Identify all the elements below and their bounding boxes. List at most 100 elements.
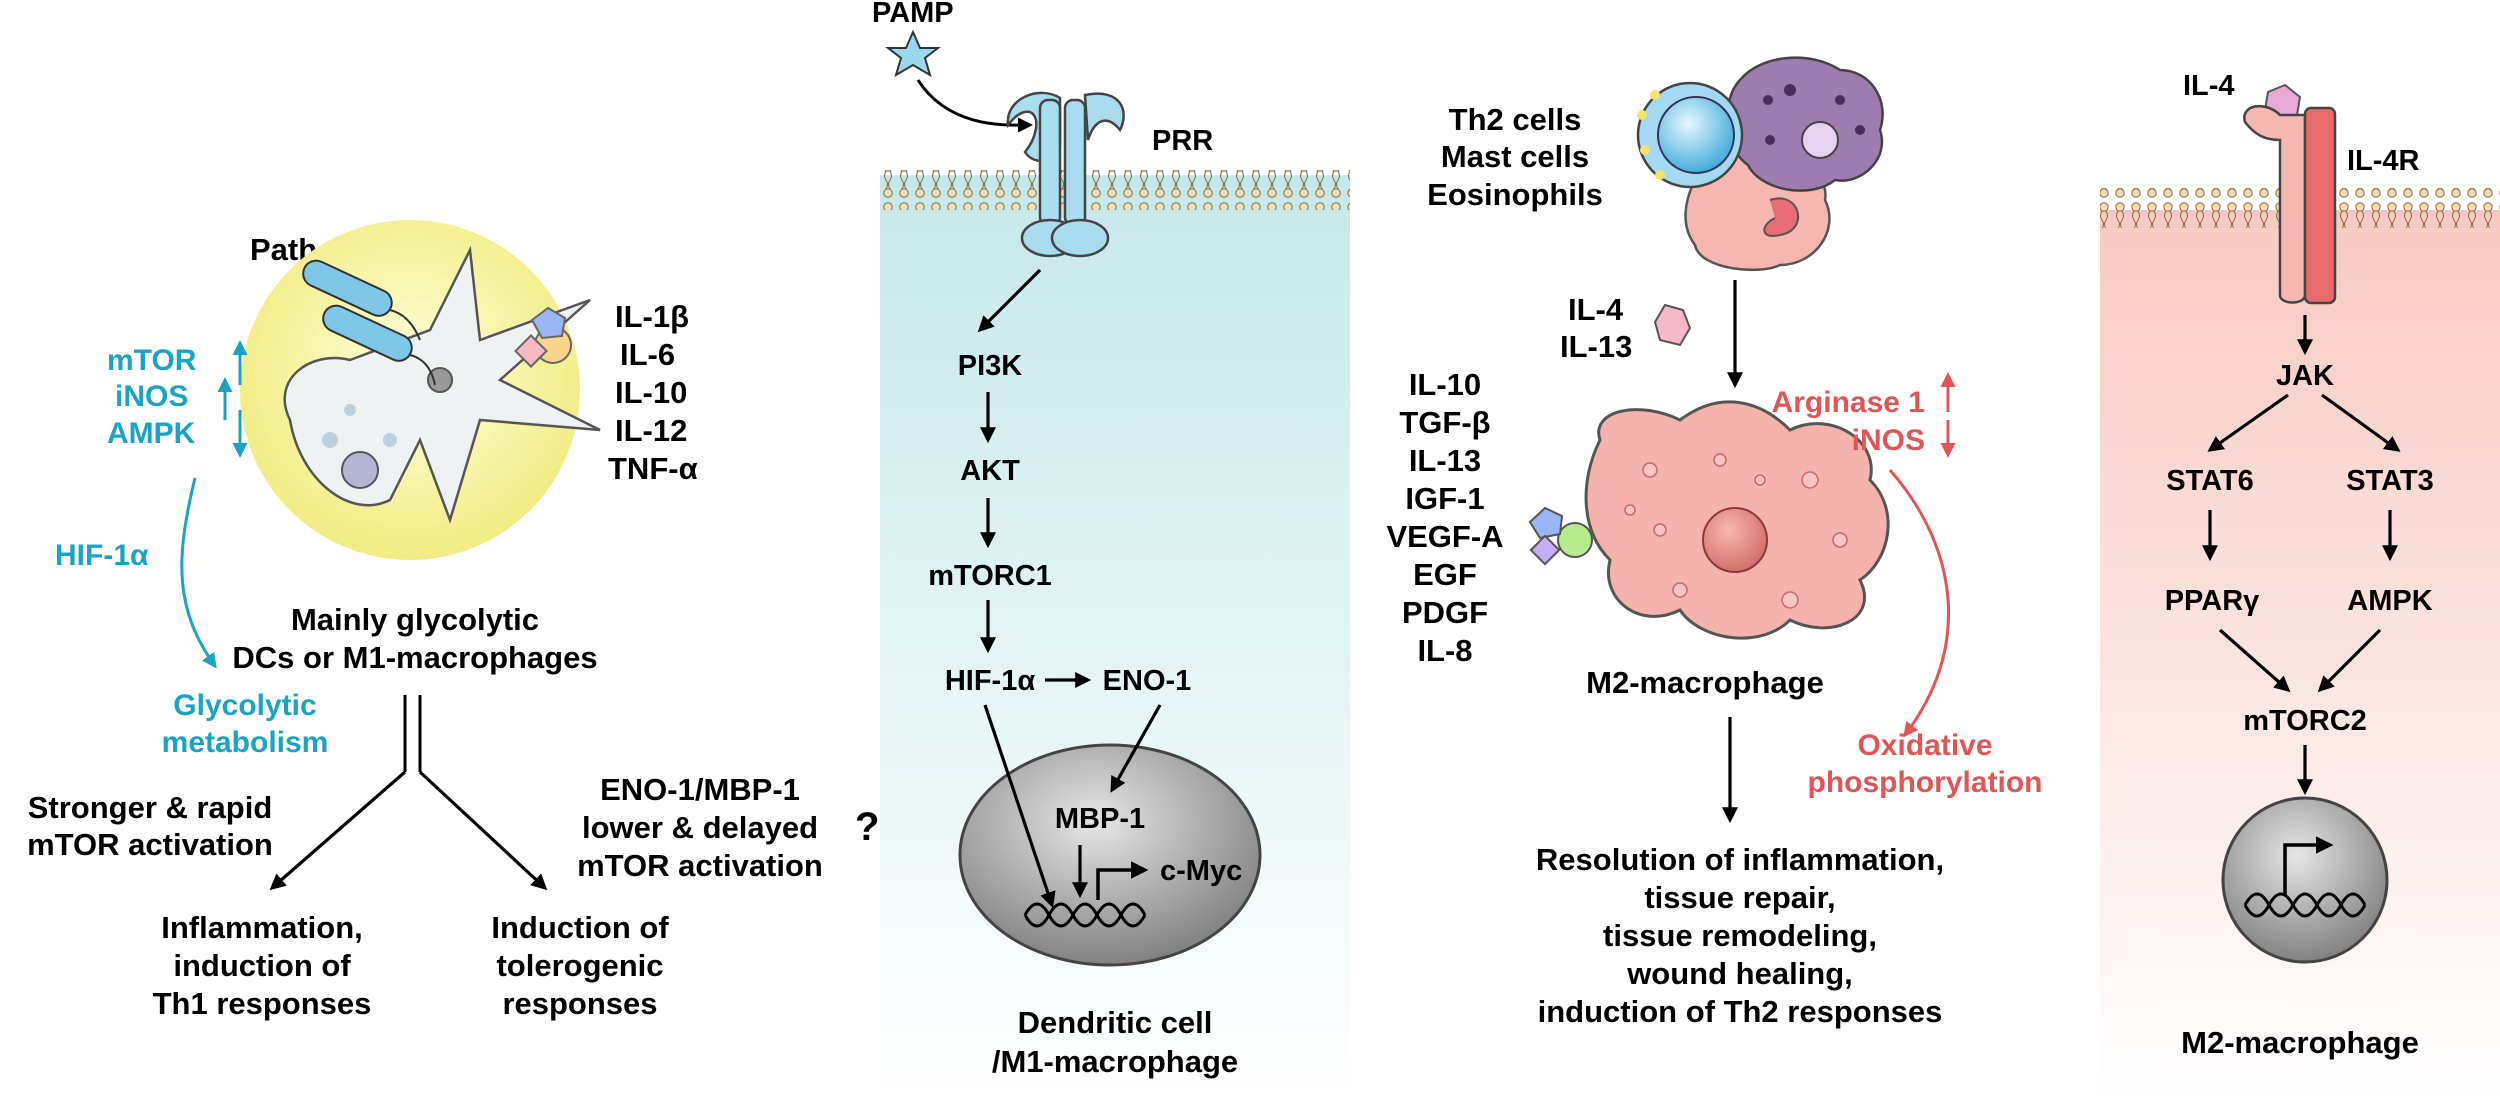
outcome-right: responses xyxy=(502,986,657,1021)
hif-label: HIF-1α xyxy=(55,539,149,572)
signal-arrow xyxy=(2207,393,2289,452)
nucleus xyxy=(2221,796,2389,964)
outcome-line: Resolution of inflammation, xyxy=(1536,842,1944,877)
mbp-label: MBP-1 xyxy=(1055,803,1145,835)
pamp-label: PAMP xyxy=(872,0,954,29)
inos-label: iNOS xyxy=(1852,424,1925,457)
outcome-line: induction of Th2 responses xyxy=(1538,994,1943,1029)
left-branch-arrow xyxy=(269,770,407,891)
secreted-factor: EGF xyxy=(1413,557,1477,592)
secreted-factor: VEGF-A xyxy=(1386,519,1503,554)
secreted-factor: IL-13 xyxy=(1409,443,1481,478)
pathogen-bacteria-icon xyxy=(302,259,436,386)
right-branch-label: lower & delayed xyxy=(582,810,818,845)
hif-label: HIF-1α xyxy=(945,665,1036,697)
eno-to-mbp-arrow xyxy=(1110,704,1162,793)
outcome-left: induction of xyxy=(173,948,351,983)
right-branch-label: mTOR activation xyxy=(577,848,823,883)
panel-m2-macrophage: Th2 cells Mast cells Eosinophils IL-4 IL… xyxy=(1386,56,2043,1029)
panel2-caption: Dendritic cell xyxy=(1018,1005,1213,1040)
right-branch-arrow xyxy=(418,770,548,891)
pamp-arrow xyxy=(916,79,1033,133)
vesicles xyxy=(1624,453,1848,609)
signal-arrow xyxy=(2321,393,2401,452)
outcome-left: Inflammation, xyxy=(161,910,363,945)
signal-arrow xyxy=(2317,628,2382,693)
signal-arrow xyxy=(977,268,1042,333)
outcome-line: wound healing, xyxy=(1626,956,1853,991)
nucleus xyxy=(958,743,1262,967)
m2-cell-label: M2-macrophage xyxy=(1586,665,1824,700)
cytokine-label: IL-6 xyxy=(620,337,675,372)
cell-membrane xyxy=(880,170,1350,210)
glycolytic-label: Glycolytic xyxy=(173,689,316,722)
cell-description: Mainly glycolytic xyxy=(291,602,539,637)
arginase-label: Arginase 1 xyxy=(1772,386,1925,419)
il-input-label: IL-4 xyxy=(1568,292,1624,327)
oxphos-arrow xyxy=(1888,469,1951,738)
ppar-label: PPARγ xyxy=(2165,585,2260,617)
cytokine-label: IL-12 xyxy=(615,413,687,448)
left-branch-label: mTOR activation xyxy=(27,827,273,862)
secreted-factor: IGF-1 xyxy=(1405,481,1484,516)
regulator-label: AMPK xyxy=(107,417,196,450)
outcome-line: tissue remodeling, xyxy=(1603,918,1877,953)
il4r-label: IL-4R xyxy=(2347,145,2420,177)
mtorc2-label: mTORC2 xyxy=(2243,705,2367,737)
regulator-label: iNOS xyxy=(115,380,188,413)
hif-to-dna-arrow xyxy=(983,704,1056,909)
stat3-label: STAT3 xyxy=(2346,465,2434,497)
cell-type-label: Eosinophils xyxy=(1427,177,1603,212)
dna-icon xyxy=(1023,902,1147,928)
macrophage-cell-icon xyxy=(283,245,601,524)
mtorc1-label: mTORC1 xyxy=(928,560,1052,592)
question-mark: ? xyxy=(855,805,879,849)
dna-icon xyxy=(2243,892,2367,918)
m2-nucleus xyxy=(1702,507,1768,573)
cytokine-label: IL-1β xyxy=(615,299,689,334)
hif-arrow xyxy=(180,477,217,669)
cytokine-shapes-icon xyxy=(514,306,572,368)
dna-icon xyxy=(1023,902,1147,928)
outcome-right: tolerogenic xyxy=(496,948,663,983)
secreted-factor: TGF-β xyxy=(1399,405,1490,440)
il-input-label: IL-13 xyxy=(1560,329,1632,364)
il4-hexagon-icon xyxy=(1653,303,1692,347)
cytoplasm-background xyxy=(2100,210,2500,1102)
oxphos-label: phosphorylation xyxy=(1808,766,2043,799)
pamp-star-icon xyxy=(885,29,941,78)
panel4-caption: M2-macrophage xyxy=(2181,1025,2419,1060)
prr-receptor-icon xyxy=(1006,91,1125,258)
jak-label: JAK xyxy=(2276,360,2334,392)
eno-label: ENO-1 xyxy=(1103,665,1192,697)
cytokine-label: IL-10 xyxy=(615,375,687,410)
regulator-label: mTOR xyxy=(107,344,197,377)
cell-type-label: Th2 cells xyxy=(1449,102,1582,137)
left-branch-label: Stronger & rapid xyxy=(28,790,273,825)
panel-il4-signaling: IL-4 IL-4R JAK STAT6 STAT3 PPARγ AMPK mT… xyxy=(2100,70,2500,1102)
il4-label: IL-4 xyxy=(2183,70,2235,102)
panel2-caption: /M1-macrophage xyxy=(992,1044,1238,1079)
il4r-receptor-icon xyxy=(2243,104,2307,304)
secreted-factor: IL-8 xyxy=(1417,633,1472,668)
right-branch-label: ENO-1/MBP-1 xyxy=(600,772,800,807)
pi3k-label: PI3K xyxy=(958,350,1023,382)
outcome-right: Induction of xyxy=(491,910,669,945)
secreted-factor: IL-10 xyxy=(1409,367,1481,402)
ampk-label: AMPK xyxy=(2347,585,2432,617)
immune-cells-icon xyxy=(1636,56,1884,271)
cell-type-label: Mast cells xyxy=(1441,139,1589,174)
cytokine-label: TNF-α xyxy=(608,451,698,486)
outcome-left: Th1 responses xyxy=(153,986,372,1021)
signal-arrow xyxy=(2218,628,2291,693)
il4r-receptor-icon xyxy=(2303,106,2337,305)
transcription-arrow xyxy=(2283,836,2334,895)
cytokine-shapes-icon xyxy=(1528,506,1593,566)
prr-label: PRR xyxy=(1152,125,1213,157)
panel-dendritic-cell: PAMP PRR PI3K AKT mTORC1 HIF-1α ENO-1 MB… xyxy=(872,0,1350,1102)
stat6-label: STAT6 xyxy=(2166,465,2254,497)
cmyc-label: c-Myc xyxy=(1160,855,1242,887)
secreted-factor: PDGF xyxy=(1402,595,1488,630)
glycolytic-label: metabolism xyxy=(162,726,329,759)
